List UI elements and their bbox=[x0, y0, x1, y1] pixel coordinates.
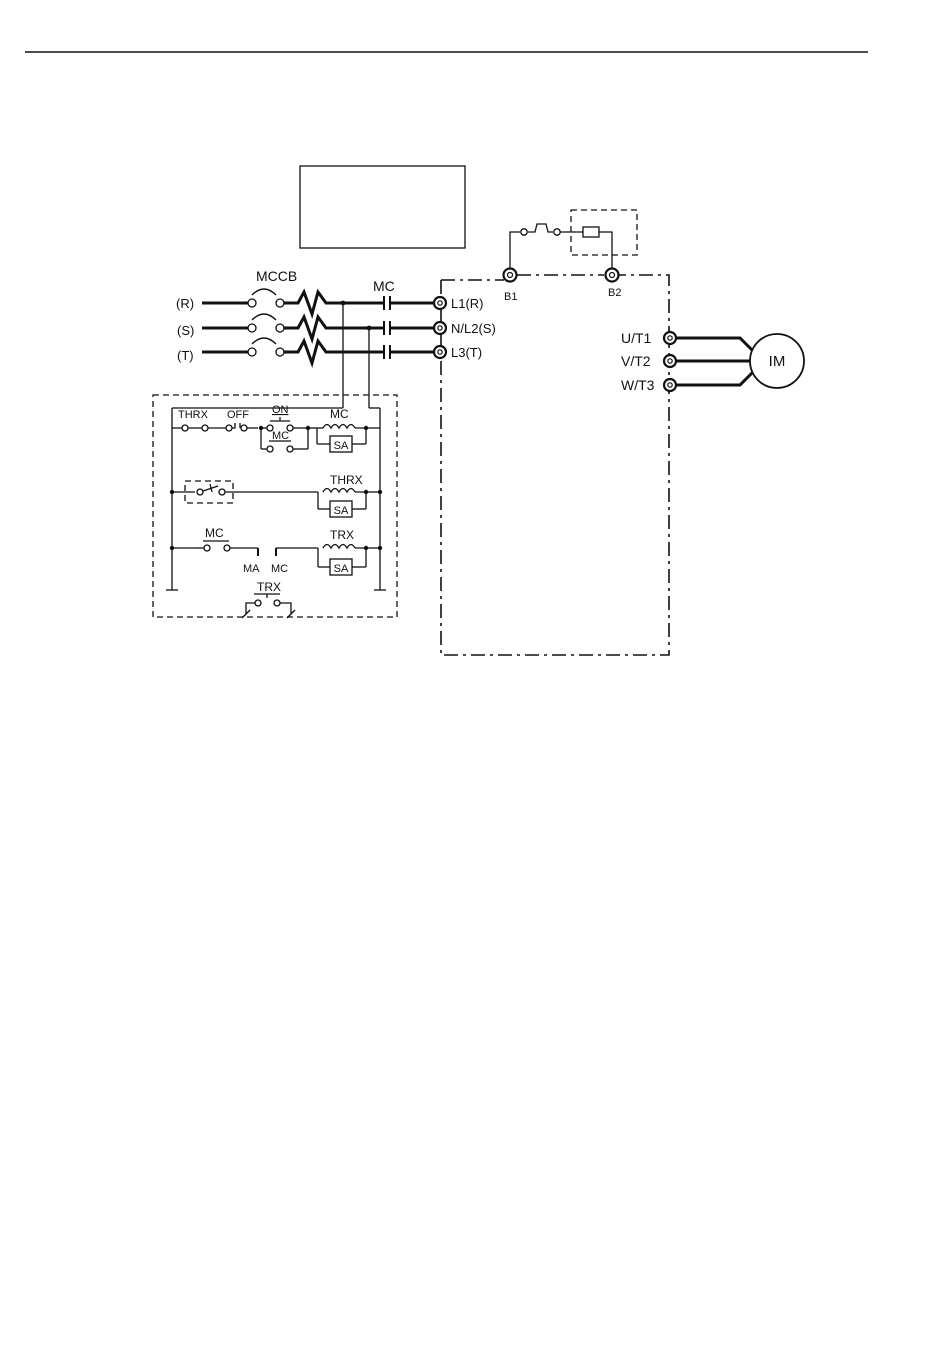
rung2-coil bbox=[323, 489, 355, 493]
input-label-t: (T) bbox=[177, 348, 194, 363]
rung3-sa-label: SA bbox=[334, 563, 349, 575]
rung3-mc-terminal-label: MC bbox=[271, 563, 288, 575]
terminal-l2: N/L2(S) bbox=[451, 321, 496, 336]
braking-resistor bbox=[583, 227, 599, 237]
terminal-l1: L1(R) bbox=[451, 296, 484, 311]
input-label-s: (S) bbox=[177, 323, 194, 338]
terminal-b1: B1 bbox=[504, 291, 517, 303]
rung1-sa-label: SA bbox=[334, 440, 349, 452]
rung1-thrx-label: THRX bbox=[178, 409, 209, 421]
blank-frame bbox=[300, 166, 465, 248]
rung1-off-label: OFF bbox=[227, 409, 249, 421]
control-circuit: THRX OFF ON MC MC bbox=[153, 395, 397, 618]
rung1-coil bbox=[323, 425, 355, 429]
terminal-b2: B2 bbox=[608, 287, 621, 299]
mccb-label: MCCB bbox=[256, 268, 297, 284]
terminal-l3: L3(T) bbox=[451, 345, 482, 360]
mc-label: MC bbox=[373, 278, 395, 294]
rung3-coil bbox=[323, 545, 355, 549]
rung3-mc-label: MC bbox=[205, 526, 224, 540]
power-circuit: (R) (S) (T) MCCB MC bbox=[176, 268, 435, 400]
rung1-seal-label: MC bbox=[272, 430, 289, 442]
terminal-w: W/T3 bbox=[621, 377, 655, 393]
motor: IM bbox=[750, 334, 804, 388]
rung3-coil-label: TRX bbox=[330, 528, 354, 542]
rung4-trx-label: TRX bbox=[257, 580, 281, 594]
terminal-u: U/T1 bbox=[621, 330, 652, 346]
terminal-v: V/T2 bbox=[621, 353, 651, 369]
inverter-unit: L1(R) N/L2(S) L3(T) B1 B2 U/T1 V/T2 W/T3 bbox=[434, 210, 757, 655]
rung2-sa-label: SA bbox=[334, 505, 349, 517]
rung3-ma-label: MA bbox=[243, 563, 260, 575]
motor-label: IM bbox=[769, 353, 786, 370]
rung2-coil-label: THRX bbox=[330, 473, 363, 487]
input-label-r: (R) bbox=[176, 296, 194, 311]
rung1-on-label: ON bbox=[272, 404, 289, 416]
rung1-coil-label: MC bbox=[330, 407, 349, 421]
